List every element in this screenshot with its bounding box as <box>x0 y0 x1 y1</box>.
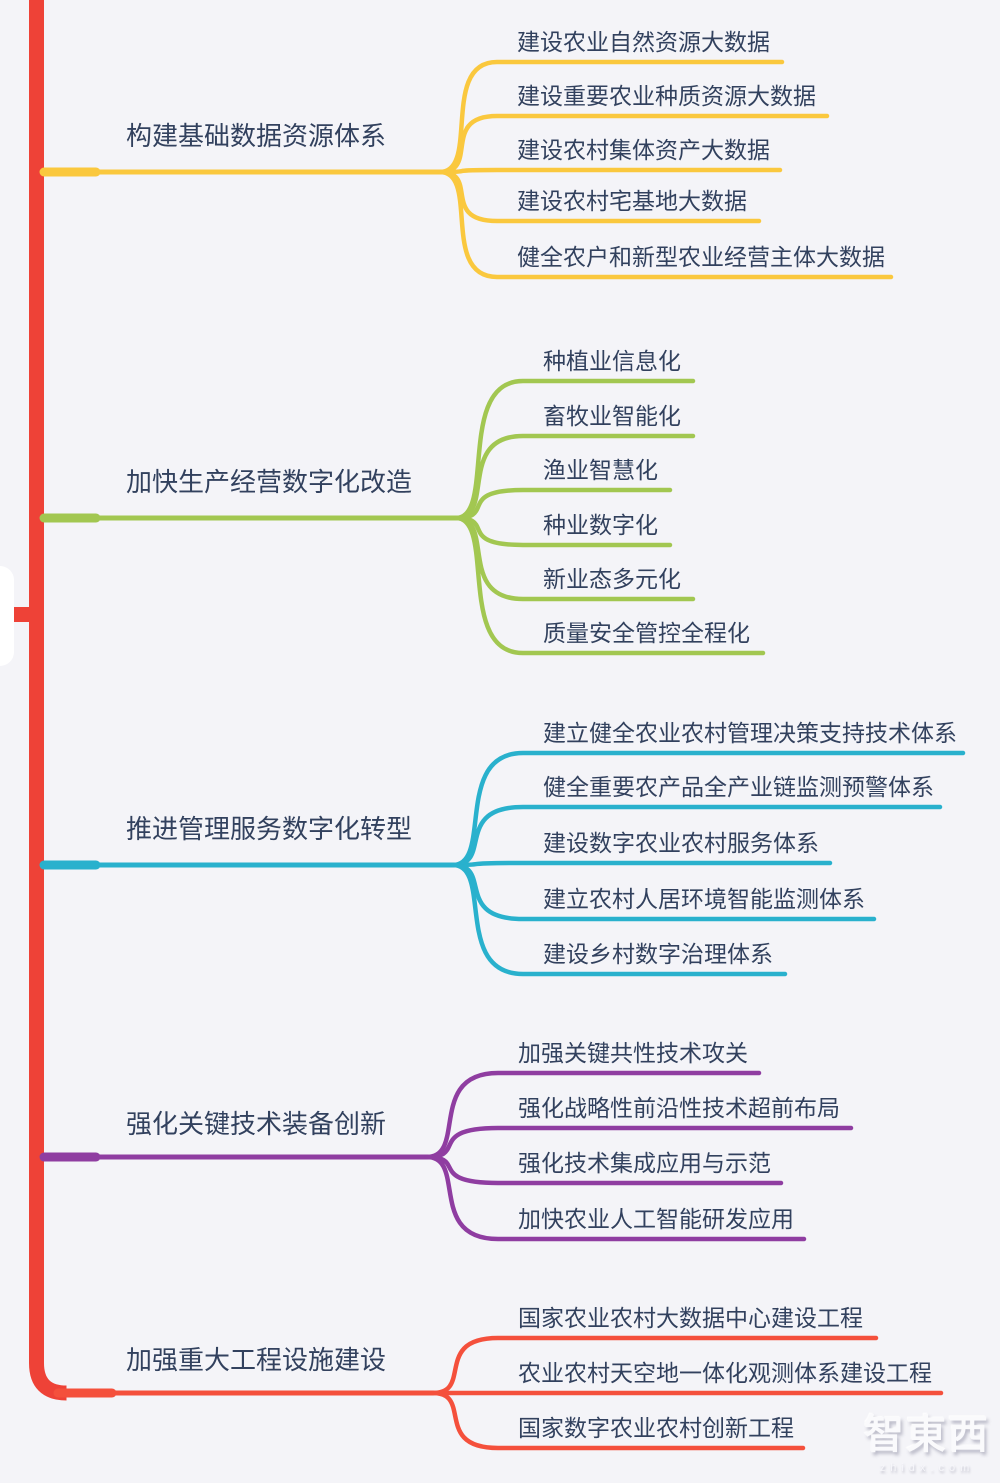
branch-3-child-4[interactable]: 建立农村人居环境智能监测体系 <box>543 886 865 912</box>
branch-1-topic[interactable]: 构建基础数据资源体系 <box>126 121 387 151</box>
branch-2-child-2[interactable]: 畜牧业智能化 <box>543 403 681 429</box>
watermark-domain-text: zhidx.com <box>879 1462 975 1474</box>
branch-5-child-3[interactable]: 国家数字农业农村创新工程 <box>518 1415 794 1441</box>
watermark: 智東西 zhidx.com <box>852 1402 1000 1474</box>
branch-1-child-5[interactable]: 健全农户和新型农业经营主体大数据 <box>517 244 885 270</box>
branch-1-child-3[interactable]: 建设农村集体资产大数据 <box>517 137 770 163</box>
branch-5-lines <box>53 1335 944 1451</box>
branch-2-child-6[interactable]: 质量安全管控全程化 <box>543 620 750 646</box>
branch-5-child-2[interactable]: 农业农村天空地一体化观测体系建设工程 <box>518 1360 932 1386</box>
branch-4-child-1[interactable]: 加强关键共性技术攻关 <box>518 1040 748 1066</box>
branch-3-child-5[interactable]: 建设乡村数字治理体系 <box>543 941 773 967</box>
branch-2-topic[interactable]: 加快生产经营数字化改造 <box>126 467 413 497</box>
root-connector <box>13 607 43 622</box>
branch-2-child-1[interactable]: 种植业信息化 <box>543 348 681 374</box>
branch-4-child-3[interactable]: 强化技术集成应用与示范 <box>518 1150 771 1176</box>
branch-3-topic[interactable]: 推进管理服务数字化转型 <box>126 814 413 844</box>
branch-1-lines <box>39 59 894 280</box>
trunk-line <box>29 0 67 1401</box>
branch-1-child-1[interactable]: 建设农业自然资源大数据 <box>517 29 770 55</box>
branch-3-child-3[interactable]: 建设数字农业农村服务体系 <box>543 830 819 856</box>
branch-2-child-3[interactable]: 渔业智慧化 <box>543 457 658 483</box>
branch-5-topic[interactable]: 加强重大工程设施建设 <box>126 1345 387 1375</box>
branch-4-lines <box>39 1070 854 1242</box>
branch-2-child-5[interactable]: 新业态多元化 <box>543 566 681 592</box>
watermark-brand-text: 智東西 <box>864 1413 990 1457</box>
branch-2-child-4[interactable]: 种业数字化 <box>543 512 658 538</box>
branch-3-child-1[interactable]: 建立健全农业农村管理决策支持技术体系 <box>543 720 957 746</box>
branch-4-topic[interactable]: 强化关键技术装备创新 <box>126 1109 387 1139</box>
branch-4-child-2[interactable]: 强化战略性前沿性技术超前布局 <box>518 1095 840 1121</box>
branch-3-lines <box>39 750 966 977</box>
branch-4-child-4[interactable]: 加快农业人工智能研发应用 <box>518 1206 794 1232</box>
branch-5-child-1[interactable]: 国家农业农村大数据中心建设工程 <box>518 1305 863 1331</box>
branch-3-child-2[interactable]: 健全重要农产品全产业链监测预警体系 <box>543 774 934 800</box>
branch-1-child-4[interactable]: 建设农村宅基地大数据 <box>517 188 747 214</box>
branch-1-child-2[interactable]: 建设重要农业种质资源大数据 <box>517 83 816 109</box>
branch-2-lines <box>39 378 766 656</box>
root-node[interactable] <box>0 566 14 666</box>
